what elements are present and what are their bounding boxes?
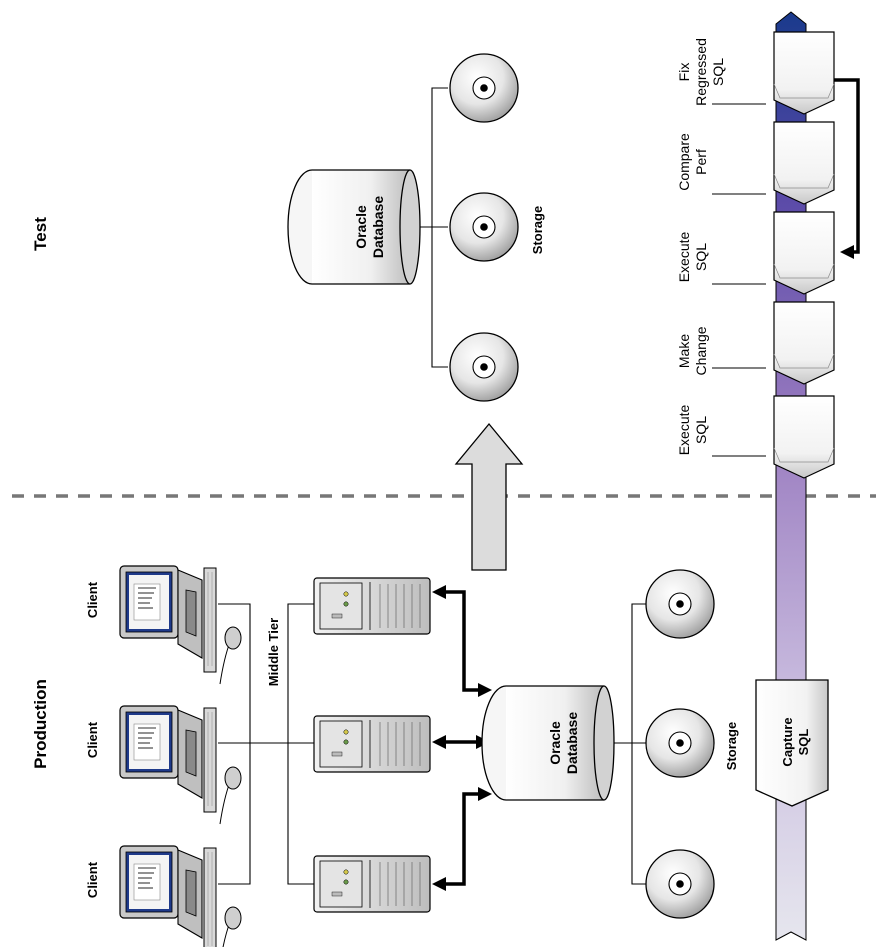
production-storage-label: Storage <box>724 722 739 770</box>
section-label-test: Test <box>31 217 50 251</box>
workflow-step-card <box>773 31 835 115</box>
test-database-label: Oracle <box>353 205 369 249</box>
client-label: Client <box>85 581 100 618</box>
step-leader-lines <box>712 103 766 457</box>
workflow-step-card <box>773 211 835 295</box>
step-label-line: SQL <box>710 58 726 86</box>
middle-tier-connectors <box>287 603 314 885</box>
step-label-line: SQL <box>693 416 709 444</box>
step-label-line: Execute <box>676 404 692 455</box>
iteration-loop-arrowhead <box>840 245 854 259</box>
storage-disc <box>449 332 519 402</box>
storage-disc <box>449 192 519 262</box>
client-connectors <box>218 603 314 885</box>
capture-sql-marker <box>755 679 829 807</box>
production-database-label: Database <box>564 712 580 774</box>
client-computer <box>119 565 242 685</box>
step-label-line: Change <box>693 326 709 375</box>
storage-disc <box>645 708 715 778</box>
transfer-arrow <box>454 422 524 571</box>
middle-tier-label: Middle Tier <box>266 618 281 686</box>
client-computer <box>119 845 242 947</box>
storage-disc <box>449 53 519 123</box>
middle-tier-server <box>313 577 431 635</box>
test-database-label: Database <box>370 196 386 258</box>
step-label-line: Perf <box>693 149 709 175</box>
test-oracle-database <box>287 169 421 285</box>
server-database-arrows <box>440 590 484 886</box>
workflow-step-card <box>773 301 835 385</box>
iteration-loop-arrow <box>834 78 860 254</box>
step-label-line: Execute <box>676 231 692 282</box>
middle-tier-server <box>313 855 431 913</box>
step-label-line: Make <box>676 334 692 368</box>
client-label: Client <box>85 861 100 898</box>
step-label-line: SQL <box>693 243 709 271</box>
production-database-label: Oracle <box>547 721 563 765</box>
storage-disc <box>645 849 715 919</box>
workflow-step-label: Fix Regressed SQL <box>676 38 726 106</box>
production-oracle-database <box>481 685 615 801</box>
capture-sql-label: Capture <box>780 717 795 766</box>
step-label-line: Fix <box>676 63 692 82</box>
workflow-step-label: Compare Perf <box>676 133 709 191</box>
step-label-line: Regressed <box>693 38 709 106</box>
section-label-production: Production <box>31 679 50 769</box>
middle-tier-server <box>313 715 431 773</box>
step-label-line: Compare <box>676 133 692 191</box>
capture-sql-label: SQL <box>796 729 811 756</box>
test-storage-connectors <box>420 87 448 368</box>
workflow-step-card <box>773 121 835 205</box>
workflow-step-card <box>773 395 835 479</box>
test-storage-label: Storage <box>530 206 545 254</box>
storage-disc <box>645 569 715 639</box>
client-computer <box>119 705 242 825</box>
workflow-step-label: Execute SQL <box>676 231 709 282</box>
workflow-step-label: Make Change <box>676 326 709 375</box>
workflow-step-label: Execute SQL <box>676 404 709 455</box>
client-label: Client <box>85 721 100 758</box>
